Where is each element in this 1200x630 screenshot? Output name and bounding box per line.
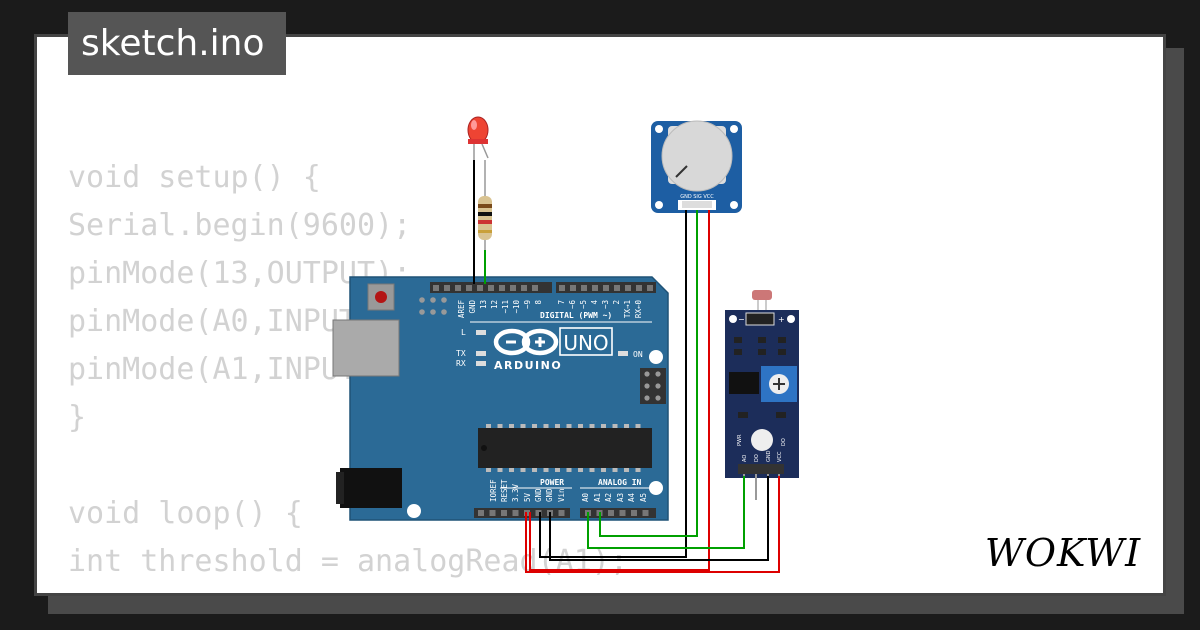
wire-ldr-ao: [587, 476, 745, 549]
code-line: Serial.begin(9600);: [68, 208, 412, 243]
power-pin-label: GND: [545, 488, 554, 502]
digital-pin-label: ~11: [501, 300, 510, 314]
ldr-module[interactable]: − + PWR DO VCC GND DO AO: [725, 290, 799, 500]
ldr-pin-label: VCC: [777, 451, 783, 462]
comparator-chip: [729, 372, 759, 394]
analog-pin-label: A0: [581, 492, 590, 502]
svg-text:WOKWI: WOKWI: [985, 531, 1141, 575]
digital-pin-label: ~5: [579, 300, 588, 309]
wire-ldr-gnd: [549, 476, 769, 561]
analog-pin-label: A5: [639, 493, 648, 502]
file-tab[interactable]: sketch.ino: [68, 12, 286, 75]
wire-pot-gnd: [539, 210, 687, 558]
code-line: void setup() {: [68, 160, 321, 195]
analog-header: [580, 508, 656, 518]
code-line: int threshold = analogRead(A1);: [68, 544, 628, 579]
l-led-label: L: [461, 328, 466, 337]
ldr-pin-label: DO: [754, 454, 760, 462]
ldr-pin-label: GND: [766, 450, 772, 462]
usb-port: [332, 319, 400, 377]
reset-button[interactable]: [367, 283, 395, 311]
analog-pin-label: A3: [616, 493, 625, 502]
tx-led-label: TX: [456, 349, 466, 358]
ldr-led-label-pwr: PWR: [737, 434, 743, 446]
digital-pin-label: ~6: [568, 300, 577, 310]
power-pin-label: IOREF: [489, 479, 498, 502]
power-pin-label: 3.3V: [511, 483, 520, 502]
potentiometer[interactable]: GND SIG VCC: [651, 120, 742, 213]
analog-label: ANALOG IN: [598, 478, 642, 487]
ldr-led-label-do: DO: [781, 438, 787, 446]
arduino-logo: UNO ARDUINO: [493, 327, 613, 372]
digital-pin-label: 7: [557, 300, 566, 305]
digital-pin-label: RX←0: [634, 300, 643, 319]
code-preview: void setup() {Serial.begin(9600);pinMode…: [68, 154, 628, 593]
digital-pin-label: ~10: [512, 300, 521, 314]
power-pin-label: 5V: [523, 492, 532, 502]
microcontroller-chip: [478, 428, 652, 468]
code-line: int LDRvalue = analogRead(A0);: [68, 586, 628, 593]
ldr-pin-label: AO: [742, 455, 748, 462]
wire-ldr-vcc: [525, 476, 780, 573]
on-led-label: ON: [633, 350, 643, 359]
analog-pin-label: A1: [593, 493, 602, 502]
ldr-sensor-led: [751, 429, 773, 451]
digital-pin-label: 2: [612, 300, 621, 305]
digital-pin-label: TX→1: [623, 300, 632, 318]
power-header: [474, 508, 570, 518]
power-pin-label: Vin: [557, 488, 566, 502]
digital-pin-label: 12: [490, 300, 499, 309]
board-brand: ARDUINO: [494, 359, 562, 372]
wire-pot-sig: [599, 210, 698, 537]
ldr-plus: +: [778, 315, 785, 324]
pot-knob-indicator[interactable]: [675, 165, 688, 178]
digital-pin-label: 4: [590, 300, 599, 305]
digital-pin-label: GND: [468, 300, 477, 314]
ldr-minus: −: [738, 315, 745, 324]
digital-pin-label: ~3: [601, 300, 610, 309]
analog-pin-label: A2: [604, 493, 613, 502]
digital-pin-label: 13: [479, 300, 488, 309]
red-led[interactable]: [467, 116, 489, 160]
resistor[interactable]: [478, 160, 492, 283]
analog-pin-label: A4: [627, 492, 636, 502]
rx-led-label: RX: [456, 359, 466, 368]
wires: [473, 160, 780, 573]
power-pin-label: RESET: [500, 479, 509, 502]
digital-label: DIGITAL (PWM ~): [540, 311, 612, 320]
digital-pin-label: 8: [534, 300, 543, 305]
wokwi-logo: WOKWI: [985, 531, 1141, 575]
power-pin-label: GND: [534, 488, 543, 502]
power-label: POWER: [540, 478, 564, 487]
pot-pins-label: GND SIG VCC: [680, 194, 714, 200]
code-line: void loop() {: [68, 496, 303, 531]
power-jack: [340, 468, 402, 508]
board-model: UNO: [563, 331, 608, 355]
code-line: }: [68, 400, 87, 435]
digital-pin-label: AREF: [457, 300, 466, 319]
digital-pin-label: ~9: [523, 300, 532, 309]
wire-pot-vcc: [529, 210, 710, 571]
photoresistor: [752, 290, 772, 300]
